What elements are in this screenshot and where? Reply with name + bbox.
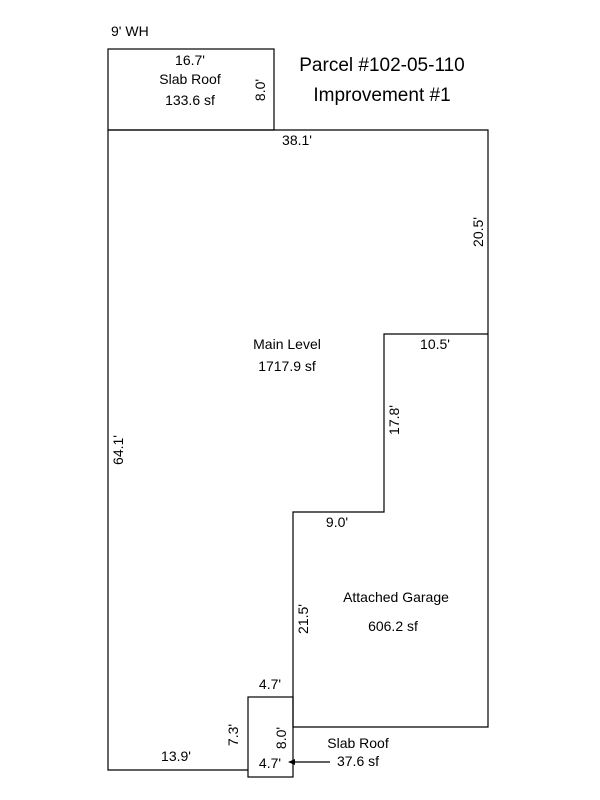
left-side-label: 64.1' (110, 435, 126, 465)
slab-bottom-width-label: 4.7' (259, 755, 281, 771)
step-top-label: 10.5' (420, 336, 450, 352)
improvement-title: Improvement #1 (313, 85, 450, 106)
slab-bottom-top-label: 4.7' (259, 676, 281, 692)
slab-top-height-label: 8.0' (252, 79, 268, 101)
slab-bottom-right-label: 8.0' (273, 727, 289, 749)
main-top-label: 38.1' (282, 132, 312, 148)
slab-bottom-left-label: 7.3' (225, 724, 241, 746)
garage-size: 606.2 sf (368, 618, 418, 634)
main-right-label: 20.5' (470, 217, 486, 247)
garage-left-label: 21.5' (295, 604, 311, 634)
bottom-left-label: 13.9' (161, 748, 191, 764)
slab-bottom-name: Slab Roof (327, 735, 389, 751)
slab-arrow-head (288, 759, 295, 765)
slab-roof-top-box (107, 48, 275, 131)
main-level-name: Main Level (253, 336, 321, 352)
slab-top-width-label: 16.7' (175, 52, 205, 68)
slab-top-size: 133.6 sf (165, 92, 215, 108)
top-note: 9' WH (111, 23, 149, 39)
slab-top-name: Slab Roof (159, 71, 221, 87)
step-height-label: 17.8' (386, 405, 402, 435)
main-outline (108, 129, 489, 728)
slab-bottom-size: 37.6 sf (337, 753, 379, 769)
main-level-size: 1717.9 sf (258, 358, 316, 374)
main-outline-left (107, 130, 248, 771)
garage-name: Attached Garage (343, 589, 449, 605)
step-mid-label: 9.0' (326, 514, 348, 530)
parcel-title: Parcel #102-05-110 (299, 55, 464, 76)
slab-roof-bottom-box (247, 696, 294, 778)
